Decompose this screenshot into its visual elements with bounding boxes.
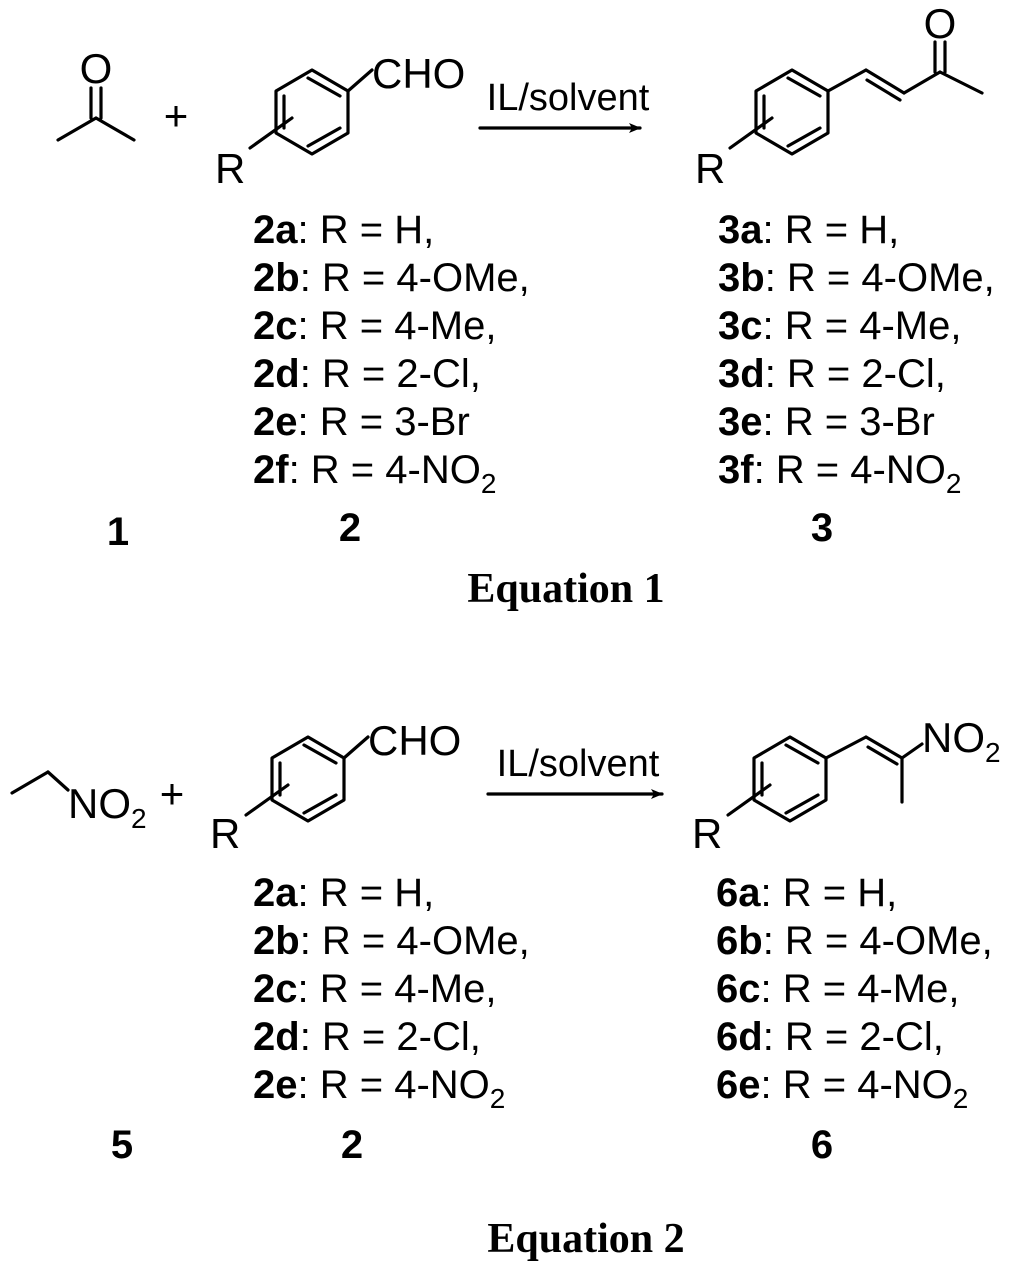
substituent-entry: 3e: R = 3-Br [718, 400, 935, 444]
nitro-group: NO2 [922, 714, 1001, 768]
acetone-structure: O [56, 45, 136, 142]
substituent-entry: 2a: R = H, [253, 871, 434, 915]
substituent-entry: 3b: R = 4-OMe, [718, 256, 995, 300]
substituent-entry: 2b: R = 4-OMe, [253, 919, 530, 963]
r-substituent: R [692, 810, 722, 857]
substituent-entry: 2b: R = 4-OMe, [253, 256, 530, 300]
equation-2: NO2 + CHO R IL/solvent [10, 714, 1001, 1262]
equation-1: O + CHO R IL/solvent [56, 0, 995, 612]
equation-1-title: Equation 1 [467, 566, 664, 612]
benzaldehyde-structure: CHO R [215, 50, 465, 192]
benzaldehyde-structure: CHO R [210, 717, 461, 857]
plus-sign: + [164, 92, 189, 139]
product-substituent-list: 6a: R = H, 6b: R = 4-OMe, 6c: R = 4-Me, … [716, 871, 993, 1114]
substituent-entry: 3d: R = 2-Cl, [718, 352, 946, 396]
reactant-substituent-list: 2a: R = H, 2b: R = 4-OMe, 2c: R = 4-Me, … [253, 871, 530, 1114]
r-substituent: R [215, 145, 245, 192]
reaction-condition: IL/solvent [497, 743, 660, 785]
compound-number-5: 5 [111, 1123, 133, 1167]
substituent-entry: 2a: R = H, [253, 208, 434, 252]
substituent-entry: 2e: R = 3-Br [253, 400, 470, 444]
substituent-entry: 3a: R = H, [718, 208, 899, 252]
substituent-entry: 6d: R = 2-Cl, [716, 1015, 944, 1059]
substituent-entry: 6e: R = 4-NO2 [716, 1063, 968, 1114]
substituent-entry: 6a: R = H, [716, 871, 897, 915]
substituent-entry: 6b: R = 4-OMe, [716, 919, 993, 963]
substituent-entry: 2c: R = 4-Me, [253, 967, 496, 1011]
substituent-entry: 2f: R = 4-NO2 [253, 448, 496, 499]
aldehyde-group: CHO [372, 50, 465, 97]
plus-sign: + [160, 770, 185, 817]
product-substituent-list: 3a: R = H, 3b: R = 4-OMe, 3c: R = 4-Me, … [718, 208, 995, 499]
nitro-group: NO2 [68, 780, 147, 834]
atom-oxygen: O [80, 45, 113, 92]
compound-number-2: 2 [341, 1123, 363, 1167]
substituent-entry: 6c: R = 4-Me, [716, 967, 959, 1011]
reaction-condition: IL/solvent [487, 77, 650, 119]
compound-number-2: 2 [339, 506, 361, 550]
compound-number-3: 3 [811, 506, 833, 550]
r-substituent: R [695, 145, 725, 192]
aldehyde-group: CHO [368, 717, 461, 764]
nitroalkene-product-structure: NO2 R [692, 714, 1001, 857]
substituent-entry: 2e: R = 4-NO2 [253, 1063, 505, 1114]
enone-product-structure: O R [695, 0, 984, 192]
substituent-entry: 3f: R = 4-NO2 [718, 448, 961, 499]
reactant-substituent-list: 2a: R = H, 2b: R = 4-OMe, 2c: R = 4-Me, … [253, 208, 530, 499]
atom-oxygen: O [924, 0, 957, 47]
substituent-entry: 3c: R = 4-Me, [718, 304, 961, 348]
compound-number-6: 6 [811, 1123, 833, 1167]
substituent-entry: 2d: R = 2-Cl, [253, 352, 481, 396]
compound-number-1: 1 [107, 510, 129, 554]
nitroethane-structure: NO2 [10, 770, 147, 834]
substituent-entry: 2d: R = 2-Cl, [253, 1015, 481, 1059]
substituent-entry: 2c: R = 4-Me, [253, 304, 496, 348]
r-substituent: R [210, 810, 240, 857]
equation-2-title: Equation 2 [487, 1216, 684, 1262]
